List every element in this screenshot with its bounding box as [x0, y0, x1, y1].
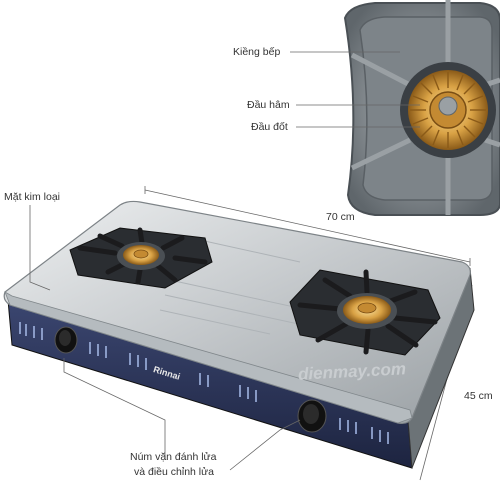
label-dau-dot: Đầu đốt [251, 121, 288, 133]
left-burner [69, 227, 213, 289]
label-mat-kim-loai: Mặt kim loại [4, 191, 61, 203]
label-knob-line2: và điều chỉnh lửa [134, 466, 214, 478]
label-depth: 45 cm [464, 390, 493, 402]
burner-closeup-inset [343, 0, 500, 216]
knob-callout-lines [63, 358, 301, 471]
label-knob-line1: Núm vặn đánh lửa [130, 451, 217, 463]
left-knob [54, 326, 78, 354]
metal-callout-line [29, 205, 51, 291]
label-dau-ham: Đầu hâm [247, 99, 290, 111]
front-lip [4, 291, 413, 424]
right-burner [289, 269, 441, 356]
label-width: 70 cm [326, 211, 355, 223]
left-grate-arms [77, 227, 208, 285]
width-dimension-line [144, 189, 471, 263]
panel-decor [19, 322, 389, 444]
right-grate-arms [297, 269, 438, 355]
right-knob [297, 399, 327, 433]
inset-callout-lines [290, 51, 420, 128]
inset-center-cap [438, 96, 458, 116]
gas-stove [3, 200, 475, 469]
label-kieng-bep: Kiềng bếp [233, 46, 281, 58]
inset-burner-ports [410, 72, 486, 148]
